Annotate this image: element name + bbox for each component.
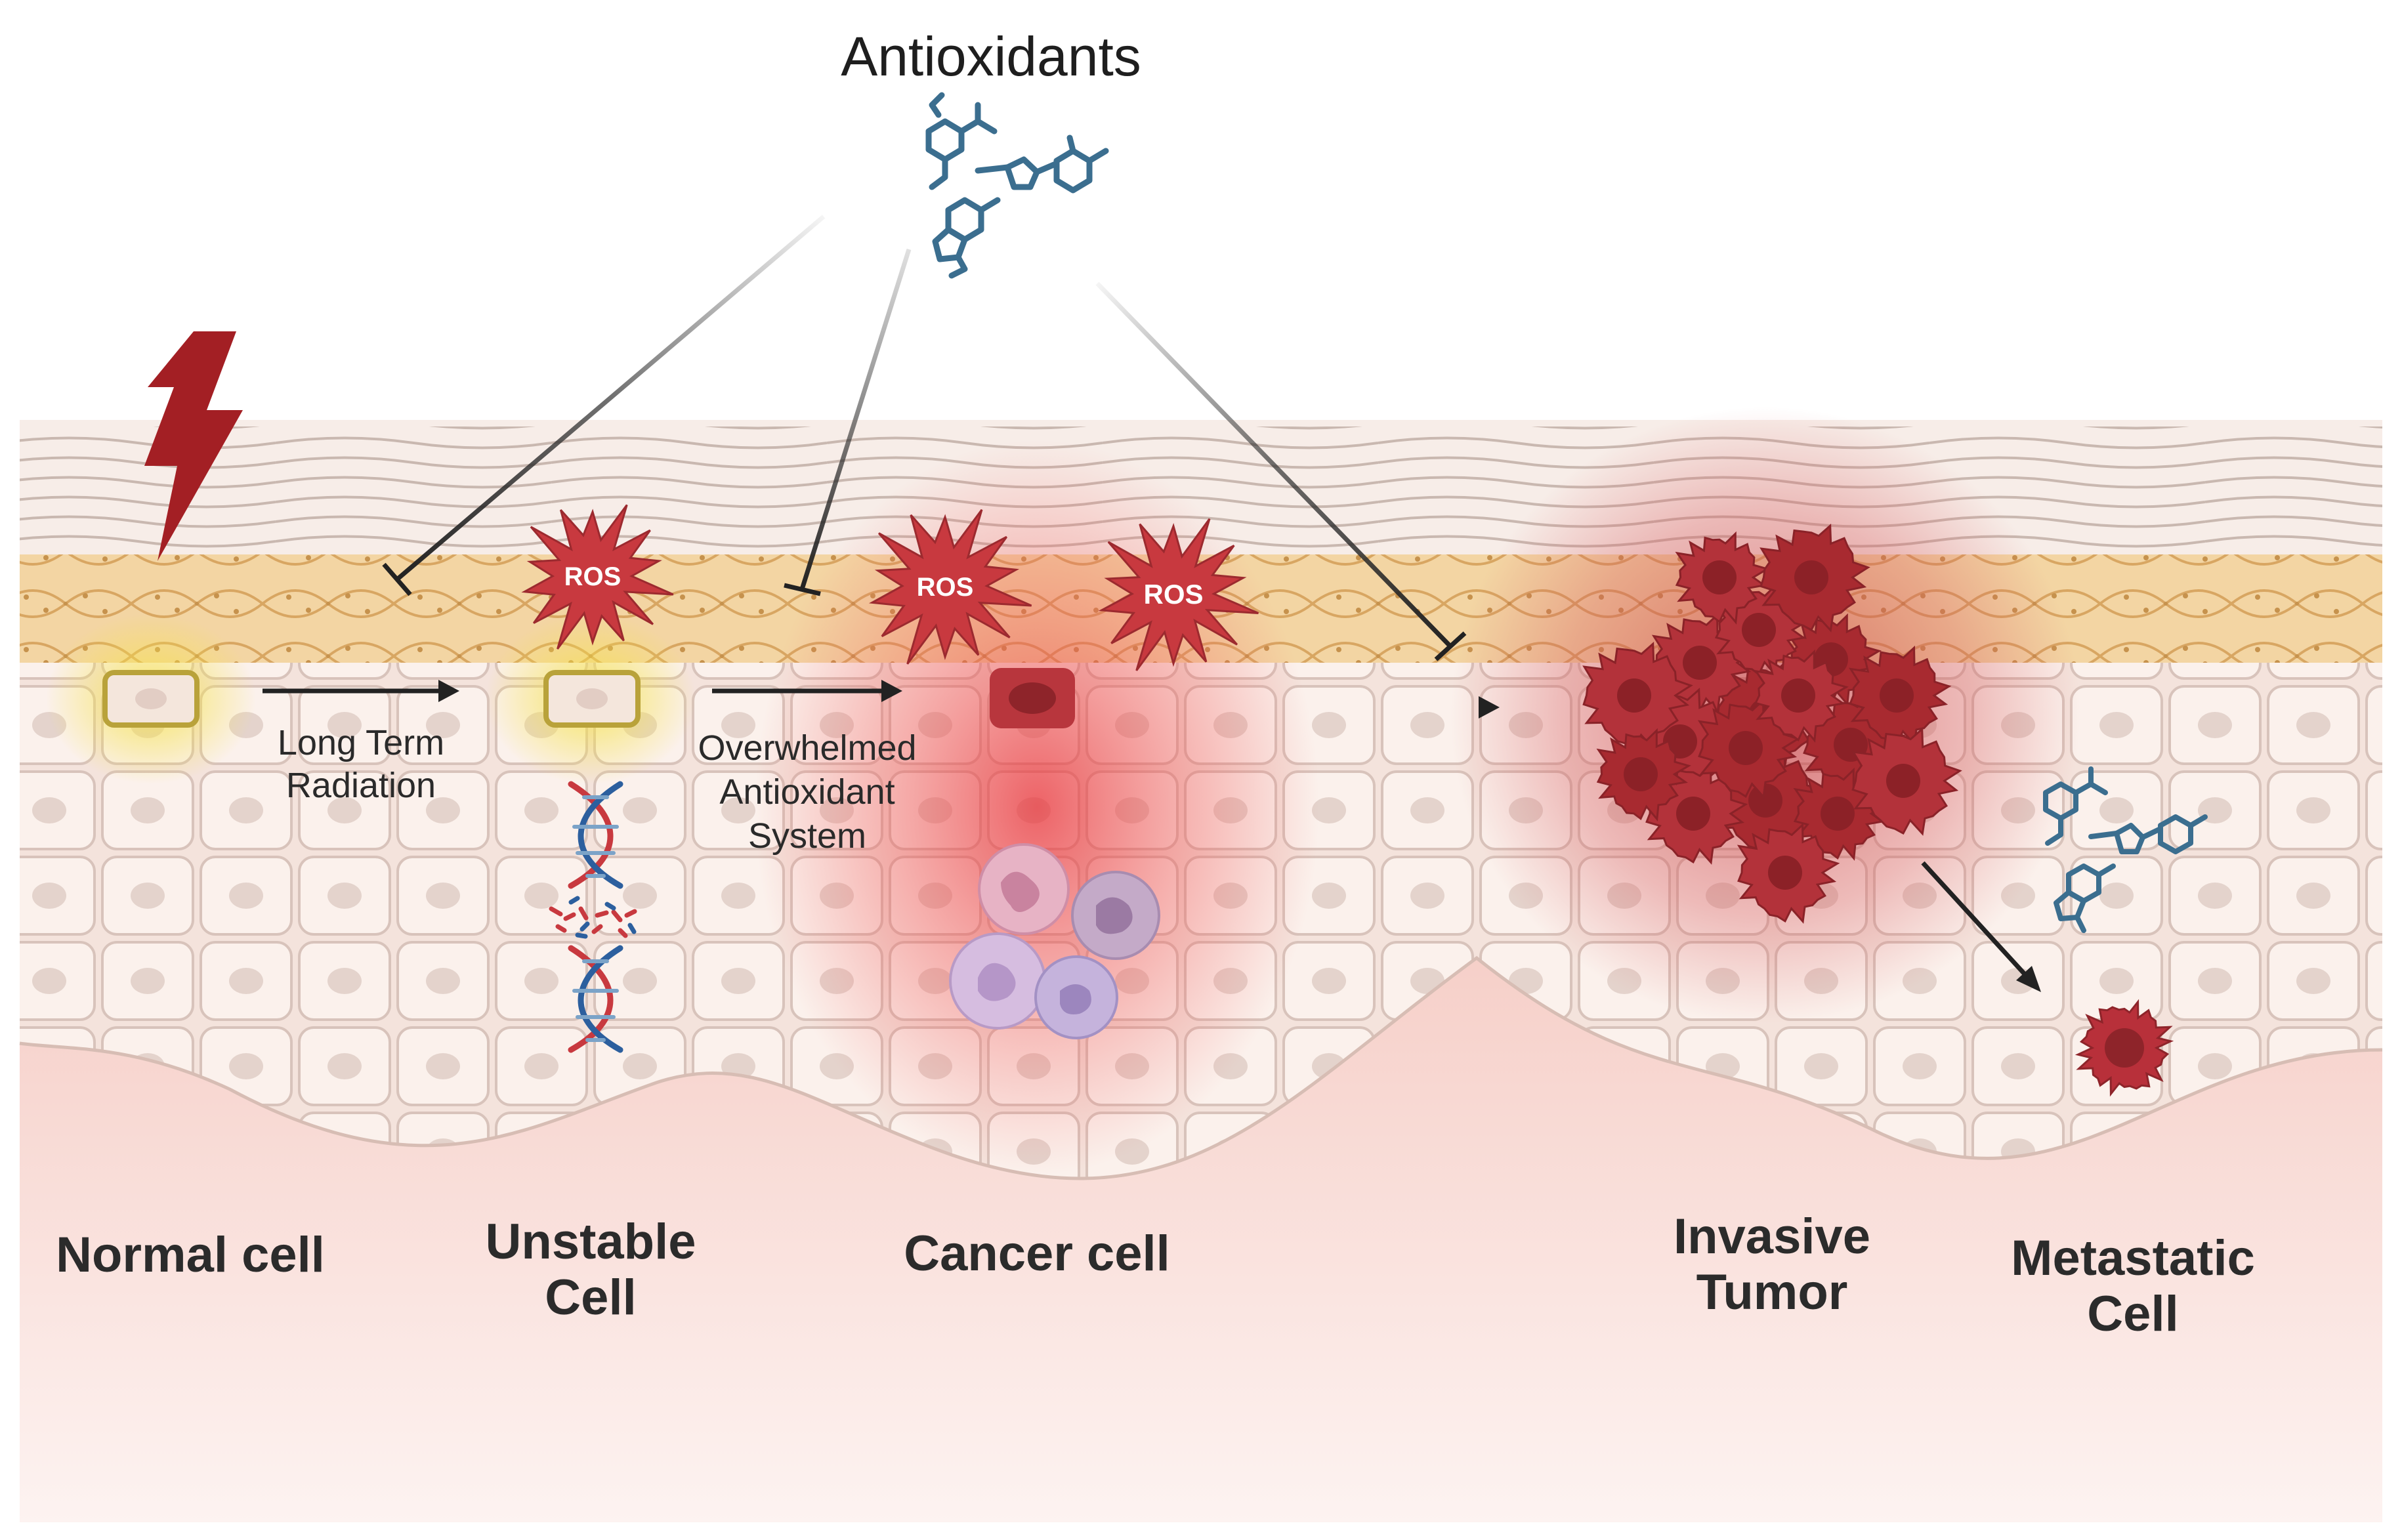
tumor-cell-nucleus xyxy=(1821,797,1855,831)
arrow-overwhelmed xyxy=(712,680,902,702)
stage-label-unstable-2: Cell xyxy=(545,1270,637,1325)
metastatic-cell xyxy=(2075,999,2174,1097)
tumor-cell-nucleus xyxy=(1886,764,1920,798)
tumor-mass-icon xyxy=(1582,523,1962,924)
immune-cell-icon xyxy=(949,843,1160,1039)
tumor-cell-nucleus xyxy=(1768,856,1802,890)
arrow-to-tumor xyxy=(1221,696,1500,718)
arrow-label-long-term: Long Term xyxy=(277,723,445,762)
molecule-icon xyxy=(2043,766,2208,933)
ros-burst-icon xyxy=(1098,518,1259,671)
molecule-icon xyxy=(925,92,1109,279)
tumor-cell-nucleus xyxy=(1624,757,1658,791)
ros-label-2: ROS xyxy=(917,573,974,602)
tumor-cell-nucleus xyxy=(1617,678,1651,713)
arrow-label-antioxidant: Antioxidant xyxy=(719,772,895,812)
stage-label-normal: Normal cell xyxy=(56,1227,325,1283)
arrow-label-overwhelmed: Overwhelmed xyxy=(698,728,917,768)
tumor-cell-nucleus xyxy=(1683,646,1717,680)
ros-label-1: ROS xyxy=(564,562,622,591)
stage-label-cancer: Cancer cell xyxy=(904,1226,1170,1281)
arrow-long-term-radiation xyxy=(263,680,459,702)
ros-burst-icon xyxy=(521,504,674,650)
inhibition-line-1 xyxy=(382,215,826,596)
tumor-cell-nucleus xyxy=(1702,560,1737,594)
ros-label-3: ROS xyxy=(1143,579,1203,610)
stage-label-unstable-1: Unstable xyxy=(485,1214,696,1270)
inhibition-line-2 xyxy=(784,248,912,596)
tumor-cell-nucleus xyxy=(1676,797,1710,831)
arrow-label-system: System xyxy=(748,816,867,856)
ros-burst-icon xyxy=(868,509,1032,665)
tumor-cell-nucleus xyxy=(1748,783,1782,818)
inhibition-line-3 xyxy=(1095,281,1467,661)
tumor-cell-nucleus xyxy=(1880,678,1914,713)
stage-label-metastatic-1: Metastatic xyxy=(2011,1230,2255,1286)
arrow-label-radiation: Radiation xyxy=(285,766,436,805)
stage-label-metastatic-2: Cell xyxy=(2087,1286,2179,1342)
basement-membrane xyxy=(19,955,2383,1180)
stage-label-invasive-1: Invasive xyxy=(1674,1209,1870,1264)
tumor-cell-nucleus xyxy=(1729,731,1763,765)
stage-label-invasive-2: Tumor xyxy=(1696,1264,1848,1320)
tumor-cell-nucleus xyxy=(1742,613,1776,647)
lightning-icon xyxy=(144,331,243,561)
tumor-cell-nucleus xyxy=(1794,560,1828,594)
arrow-to-metastatic xyxy=(1921,861,2041,992)
dna-icon xyxy=(549,781,637,1053)
tumor-cell-nucleus xyxy=(1781,678,1815,713)
antioxidants-title: Antioxidants xyxy=(841,26,1141,87)
